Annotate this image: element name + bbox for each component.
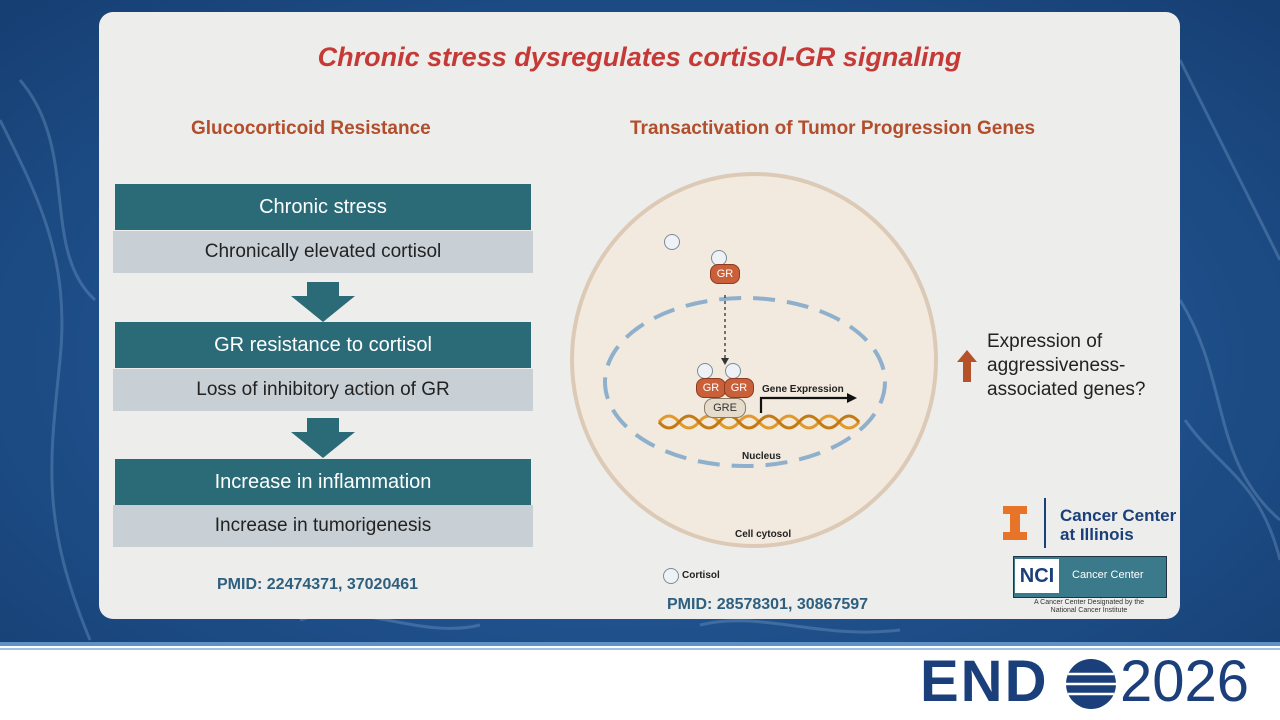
footer-stripe: [0, 642, 1280, 646]
cortisol-molecule: [725, 363, 741, 379]
globe-icon: [1066, 659, 1116, 709]
cell-membrane: [570, 172, 938, 548]
cancer-center-line2: at Illinois: [1060, 525, 1134, 544]
gre-element: GRE: [704, 398, 746, 418]
endo-year: 2026: [1120, 649, 1250, 714]
nci-designation: A Cancer Center Designated by the Nation…: [1013, 599, 1165, 615]
cancer-center-line1: Cancer Center: [1060, 506, 1177, 525]
cortisol-legend-icon: [663, 568, 679, 584]
nci-mark: NCI: [1015, 559, 1059, 593]
up-arrow-icon: [957, 350, 977, 382]
logo-divider: [1044, 498, 1046, 548]
nci-sub2: National Cancer Institute: [1050, 607, 1128, 614]
gr-receptor: GR: [696, 378, 726, 398]
step-3-main: Increase in inflammation: [115, 459, 531, 505]
right-heading: Transactivation of Tumor Progression Gen…: [630, 118, 1036, 139]
nucleus-label: Nucleus: [742, 451, 781, 462]
cortisol-molecule: [697, 363, 713, 379]
gene-expression-arrow: [759, 396, 849, 413]
gr-receptor: GR: [724, 378, 754, 398]
nci-sub1: A Cancer Center Designated by the: [1033, 599, 1145, 606]
step-3-sub: Increase in tumorigenesis: [113, 505, 533, 547]
arrowhead-icon: [847, 393, 857, 403]
endo-wordmark: END: [920, 649, 1049, 714]
cortisol-legend-label: Cortisol: [682, 570, 720, 581]
footer-stripe-thin: [0, 648, 1280, 650]
left-pmid: PMID: 22474371, 37020461: [217, 576, 419, 593]
illinois-block-i-icon: [1003, 506, 1027, 540]
cancer-center-text: Cancer Center at Illinois: [1060, 506, 1176, 544]
step-2-main: GR resistance to cortisol: [115, 322, 531, 368]
gene-expression-label: Gene Expression: [762, 384, 844, 395]
step-1-main: Chronic stress: [115, 184, 531, 230]
cortisol-molecule: [664, 234, 680, 250]
cytosol-label: Cell cytosol: [735, 529, 792, 540]
step-2-sub: Loss of inhibitory action of GR: [113, 369, 533, 411]
step-1-sub: Chronically elevated cortisol: [113, 231, 533, 273]
right-pmid: PMID: 28578301, 30867597: [667, 596, 869, 613]
slide-title: Chronic stress dysregulates cortisol-GR …: [317, 42, 962, 72]
nucleus-membrane: [603, 296, 887, 468]
arrowhead-icon: [721, 358, 729, 365]
expression-text: Expression of aggressiveness-associated …: [987, 331, 1146, 400]
nci-cc-label: Cancer Center: [1072, 569, 1144, 581]
left-heading: Glucocorticoid Resistance: [191, 118, 431, 139]
down-arrow-icon: [291, 418, 355, 458]
cell-diagram: [570, 172, 938, 548]
gr-receptor: GR: [710, 264, 740, 284]
down-arrow-icon: [291, 282, 355, 322]
dna-helix-icon: [657, 414, 861, 430]
content-card: Chronic stress dysregulates cortisol-GR …: [99, 12, 1180, 619]
